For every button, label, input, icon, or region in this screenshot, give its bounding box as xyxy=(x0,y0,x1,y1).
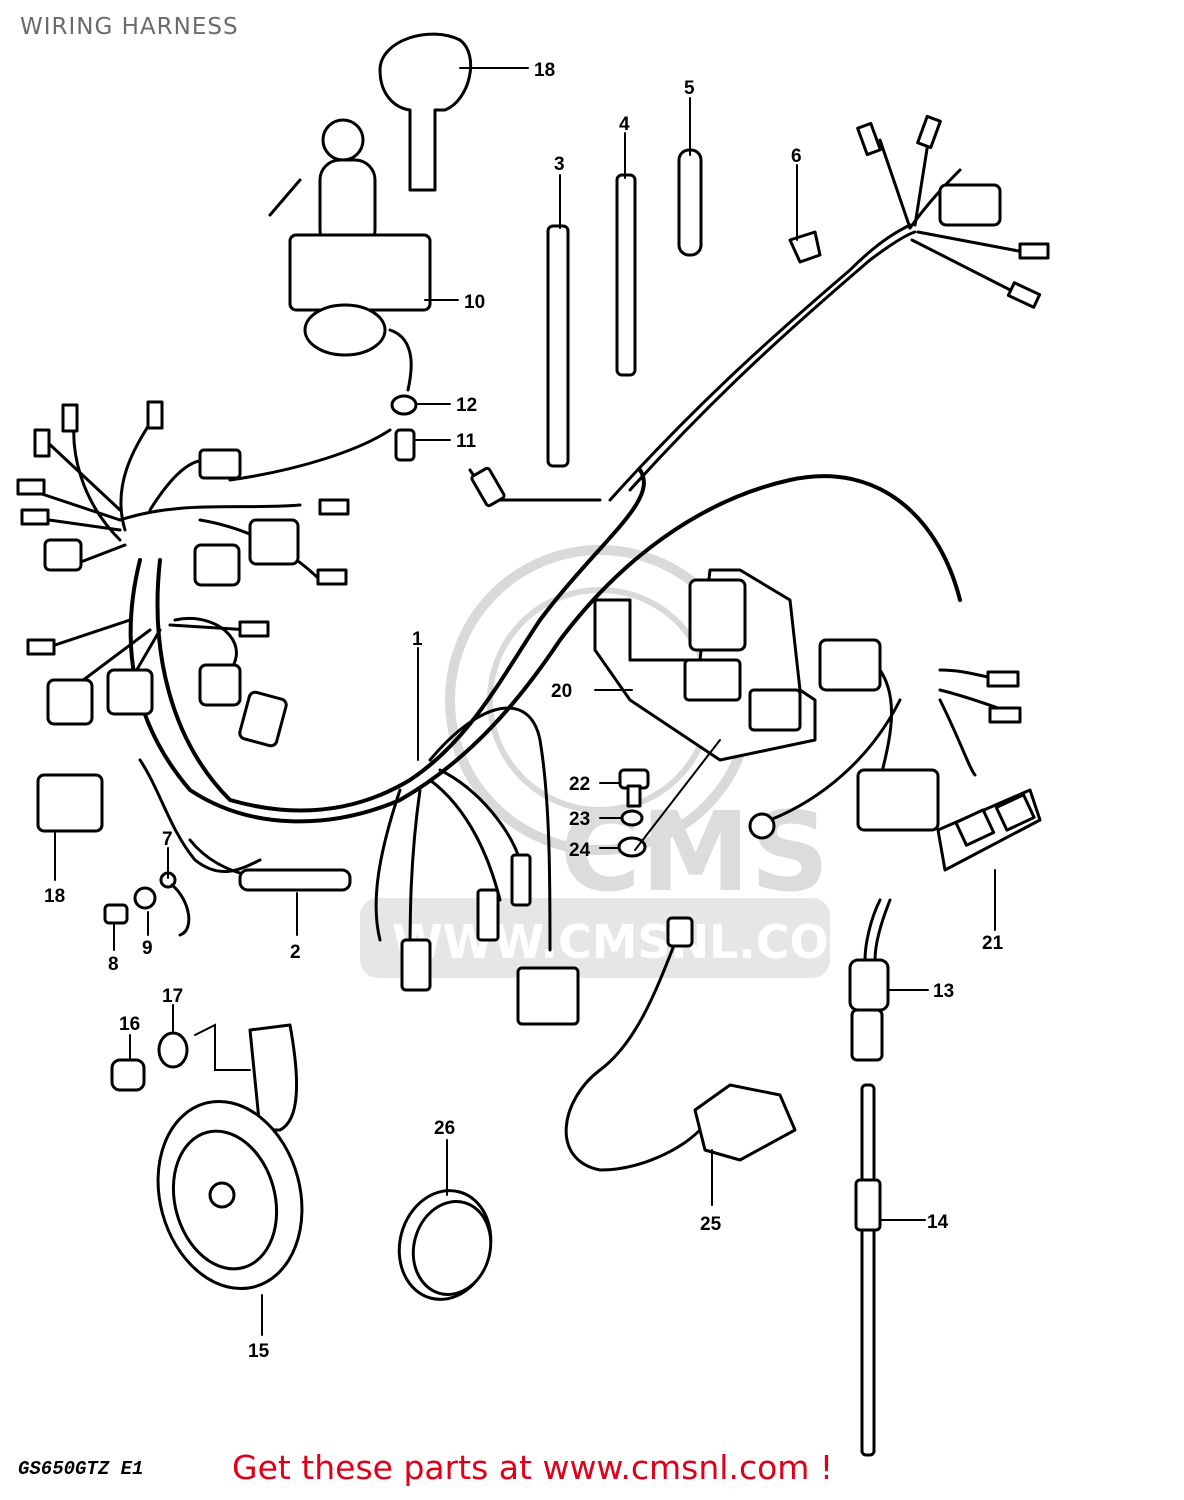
callout-19: 18 xyxy=(534,60,555,81)
page-title: WIRING HARNESS xyxy=(20,14,239,40)
callouts: 18 10 12 11 3 4 5 6 1 20 22 23 24 7 9 8 … xyxy=(44,60,1004,1362)
callout-26: 26 xyxy=(434,1118,455,1139)
bracket-21 xyxy=(936,788,1042,872)
model-code: GS650GTZ E1 xyxy=(18,1458,144,1480)
callout-20: 20 xyxy=(551,681,572,702)
callout-8: 8 xyxy=(108,954,119,975)
callout-24: 24 xyxy=(569,840,591,861)
lower-left-parts xyxy=(36,773,352,937)
callout-11: 11 xyxy=(456,431,477,452)
callout-3: 3 xyxy=(554,154,565,175)
callout-10: 10 xyxy=(464,292,485,313)
callout-5: 5 xyxy=(684,78,695,99)
callout-16: 16 xyxy=(119,1014,140,1035)
callout-12: 12 xyxy=(456,395,477,416)
callout-18: 18 xyxy=(44,886,65,907)
rods xyxy=(468,148,822,508)
callout-17: 17 xyxy=(162,986,183,1007)
callout-9: 9 xyxy=(142,938,153,959)
horn xyxy=(110,1023,304,1291)
watermark-brand: CMS xyxy=(560,788,829,916)
footer-parts-link[interactable]: Get these parts at www.cmsnl.com ! xyxy=(232,1448,834,1487)
ignition-key xyxy=(378,32,473,192)
callout-1: 1 xyxy=(412,629,423,650)
callout-4: 4 xyxy=(619,114,630,135)
callout-2: 2 xyxy=(290,942,301,963)
small-parts-top xyxy=(390,394,418,462)
callout-23: 23 xyxy=(569,809,590,830)
callout-14: 14 xyxy=(927,1212,949,1233)
watermark-site: WWW.CMSNL.COM xyxy=(392,915,875,969)
callout-21: 21 xyxy=(982,933,1004,954)
relay-bracket xyxy=(593,568,817,762)
leader-lines xyxy=(54,67,996,1336)
callout-22: 22 xyxy=(569,774,590,795)
callout-13: 13 xyxy=(933,981,954,1002)
callout-25: 25 xyxy=(700,1214,722,1235)
callout-7: 7 xyxy=(162,829,173,850)
sensor-switch xyxy=(564,916,797,1172)
bolts xyxy=(617,768,650,858)
callout-6: 6 xyxy=(791,146,802,167)
ignition-switch xyxy=(268,118,432,392)
cap xyxy=(397,1189,493,1301)
callout-15: 15 xyxy=(248,1341,270,1362)
switch-and-cable xyxy=(848,898,892,1457)
